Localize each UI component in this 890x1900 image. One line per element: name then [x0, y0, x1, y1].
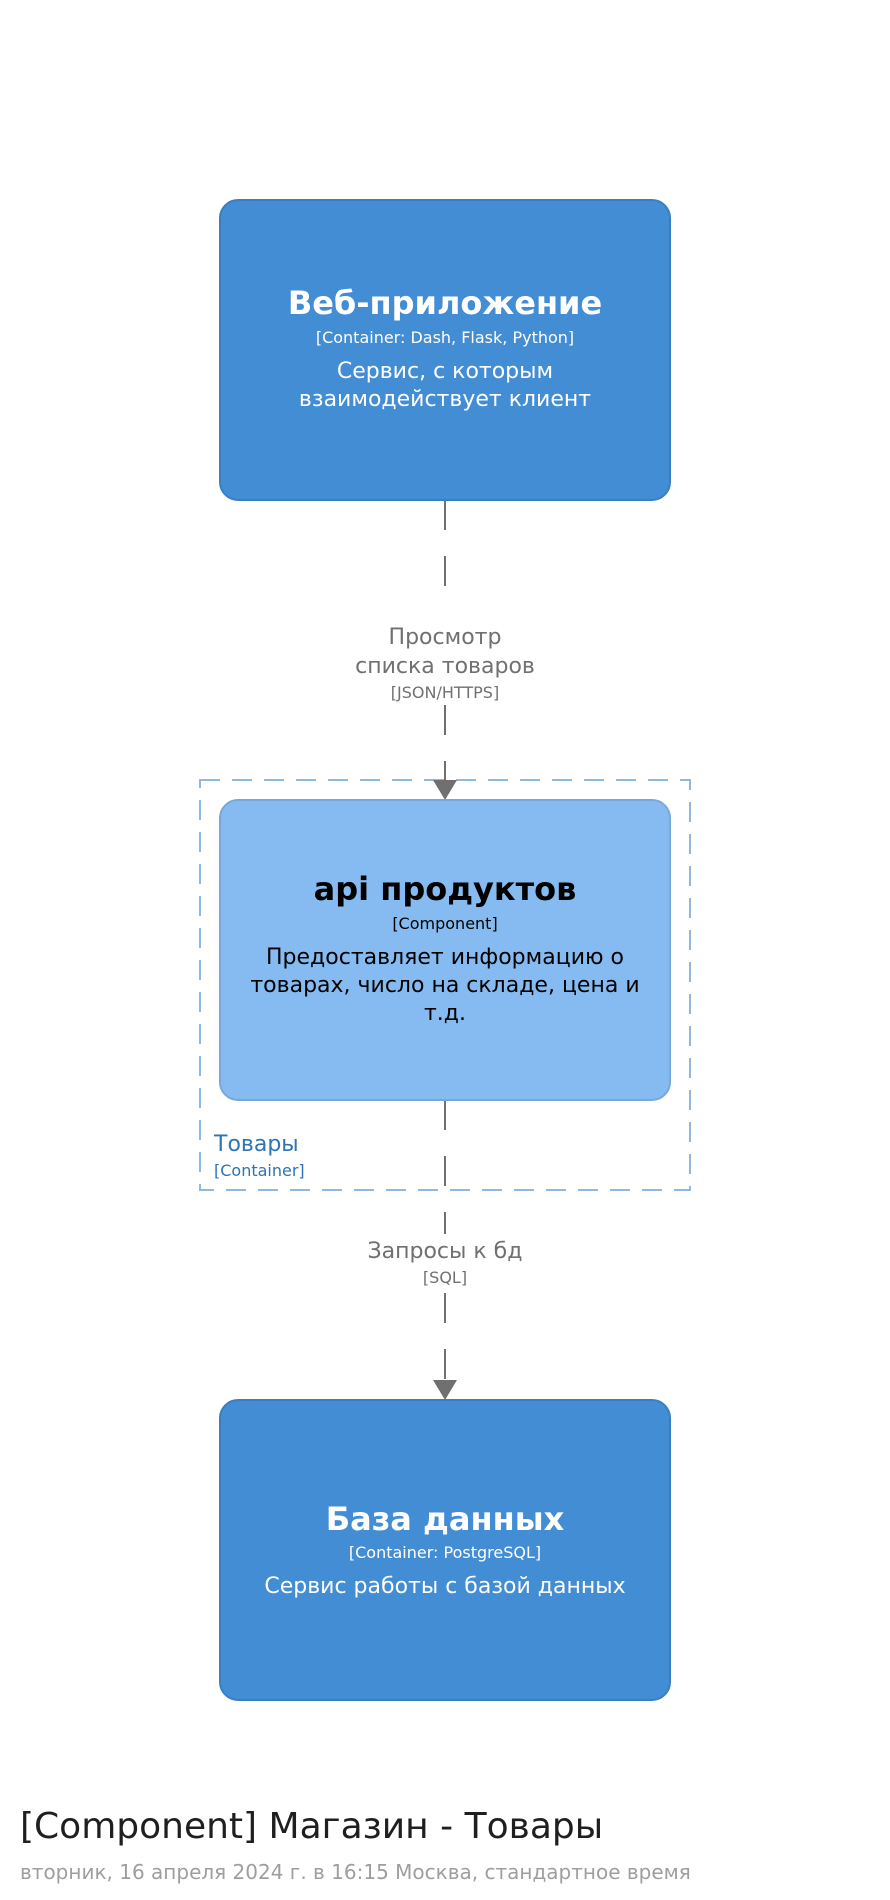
arrowhead-icon: [433, 780, 457, 800]
component-api-description: товарах, число на складе, цена и: [250, 973, 639, 998]
container-database-technology: [Container: PostgreSQL]: [349, 1543, 541, 1562]
relationship-label: списка товаров: [355, 654, 535, 679]
boundary-goods: Товары [Container]: [199, 779, 691, 1191]
relationship-web-to-api: Просмотр списка товаров [JSON/HTTPS]: [355, 500, 535, 800]
component-api[interactable]: api продуктов [Component] Предоставляет …: [219, 799, 671, 1101]
container-web-app-title: Веб-приложение: [288, 284, 602, 322]
relationship-label: Просмотр: [389, 625, 502, 650]
container-database-box[interactable]: [219, 1399, 671, 1701]
container-database-description: Сервис работы с базой данных: [264, 1574, 625, 1599]
diagram-subtitle: вторник, 16 апреля 2024 г. в 16:15 Москв…: [20, 1860, 691, 1884]
component-api-description: Предоставляет информацию о: [266, 945, 624, 970]
boundary-type: [Container]: [214, 1161, 305, 1180]
container-database[interactable]: База данных [Container: PostgreSQL] Серв…: [219, 1399, 671, 1701]
container-web-app-box[interactable]: [219, 199, 671, 501]
component-api-box[interactable]: [219, 799, 671, 1101]
relationship-label: Запросы к бд: [368, 1239, 523, 1264]
container-web-app-technology: [Container: Dash, Flask, Python]: [316, 328, 574, 347]
relationship-api-to-db: Запросы к бд [SQL]: [368, 1100, 523, 1400]
diagram-title: [Component] Магазин - Товары: [20, 1806, 604, 1847]
container-database-title: База данных: [326, 1500, 565, 1538]
component-api-description: т.д.: [424, 1001, 466, 1026]
component-api-technology: [Component]: [392, 914, 497, 933]
relationship-technology: [SQL]: [423, 1268, 467, 1287]
component-api-title: api продуктов: [314, 870, 577, 908]
arrowhead-icon: [433, 1380, 457, 1400]
container-web-app-description: Сервис, с которым: [337, 359, 553, 384]
container-web-app-description: взаимодействует клиент: [299, 387, 591, 412]
container-web-app[interactable]: Веб-приложение [Container: Dash, Flask, …: [219, 199, 671, 501]
boundary-name: Товары: [213, 1132, 299, 1157]
relationship-technology: [JSON/HTTPS]: [391, 683, 499, 702]
